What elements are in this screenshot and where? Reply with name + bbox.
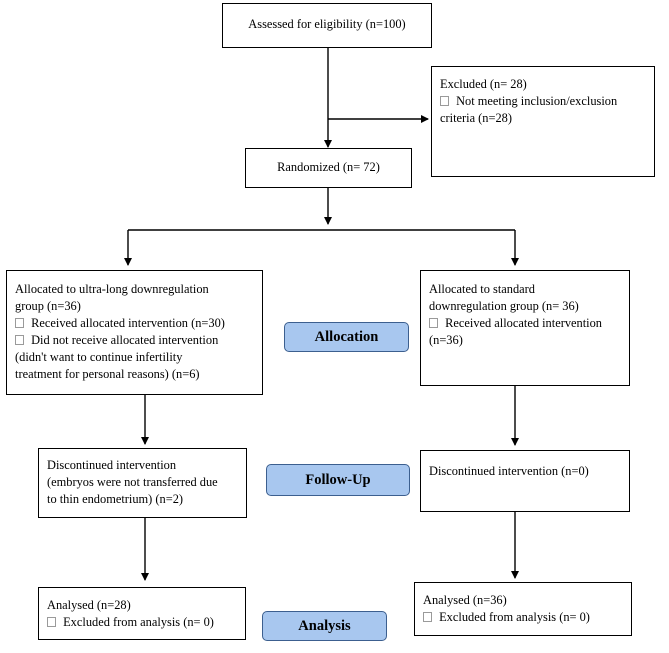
- allocated-standard-box: Allocated to standard downregulation gro…: [420, 270, 630, 386]
- allocated-standard-line2: downregulation group (n= 36): [429, 299, 579, 313]
- allocated-ultra-item2: Did not receive allocated intervention: [15, 332, 254, 349]
- stage-analysis: Analysis: [262, 611, 387, 641]
- stage-follow-up-label: Follow-Up: [305, 471, 371, 488]
- allocated-ultra-line1: Allocated to ultra-long downregulation: [15, 282, 209, 296]
- analysed-ultra-box: Analysed (n=28) Excluded from analysis (…: [38, 587, 246, 640]
- excluded-box: Excluded (n= 28) Not meeting inclusion/e…: [431, 66, 655, 177]
- checkbox-icon: [15, 318, 24, 328]
- checkbox-icon: [440, 96, 449, 106]
- discontinued-standard-box: Discontinued intervention (n=0): [420, 450, 630, 512]
- discontinued-ultra-line2: (embryos were not transferred due: [47, 475, 218, 489]
- allocated-ultra-item1-text: Received allocated intervention (n=30): [31, 316, 225, 330]
- analysed-ultra-item1: Excluded from analysis (n= 0): [47, 614, 237, 631]
- analysed-ultra-item1-text: Excluded from analysis (n= 0): [63, 615, 214, 629]
- allocated-standard-item1: Received allocated intervention: [429, 315, 621, 332]
- allocated-ultra-line2: group (n=36): [15, 299, 81, 313]
- checkbox-icon: [429, 318, 438, 328]
- allocated-ultra-box: Allocated to ultra-long downregulation g…: [6, 270, 263, 395]
- analysed-standard-item1-text: Excluded from analysis (n= 0): [439, 610, 590, 624]
- checkbox-icon: [15, 335, 24, 345]
- stage-analysis-label: Analysis: [298, 617, 351, 634]
- analysed-standard-item1: Excluded from analysis (n= 0): [423, 609, 623, 626]
- assessed-box: Assessed for eligibility (n=100): [222, 3, 432, 48]
- discontinued-ultra-line1: Discontinued intervention: [47, 458, 177, 472]
- allocated-standard-line1: Allocated to standard: [429, 282, 535, 296]
- stage-follow-up: Follow-Up: [266, 464, 410, 496]
- analysed-standard-box: Analysed (n=36) Excluded from analysis (…: [414, 582, 632, 636]
- analysed-standard-line1: Analysed (n=36): [423, 593, 507, 607]
- allocated-ultra-item1: Received allocated intervention (n=30): [15, 315, 254, 332]
- discontinued-ultra-box: Discontinued intervention (embryos were …: [38, 448, 247, 518]
- analysed-ultra-line1: Analysed (n=28): [47, 598, 131, 612]
- excluded-item: Not meeting inclusion/exclusion: [440, 93, 646, 110]
- allocated-ultra-item2-line1: Did not receive allocated intervention: [31, 333, 219, 347]
- discontinued-standard-line1: Discontinued intervention (n=0): [429, 464, 589, 478]
- discontinued-ultra-line3: to thin endometrium) (n=2): [47, 492, 184, 506]
- allocated-standard-item1-line1: Received allocated intervention: [445, 316, 602, 330]
- excluded-title: Excluded (n= 28): [440, 77, 527, 91]
- checkbox-icon: [423, 612, 432, 622]
- randomized-text: Randomized (n= 72): [277, 160, 380, 174]
- stage-allocation-label: Allocation: [314, 328, 379, 345]
- allocated-ultra-item2-line2: (didn't want to continue infertility: [15, 350, 183, 364]
- stage-allocation: Allocation: [284, 322, 409, 352]
- assessed-text: Assessed for eligibility (n=100): [248, 17, 406, 31]
- excluded-item-line2: criteria (n=28): [440, 111, 513, 125]
- checkbox-icon: [47, 617, 56, 627]
- allocated-standard-item1-line2: (n=36): [429, 333, 463, 347]
- randomized-box: Randomized (n= 72): [245, 148, 412, 188]
- allocated-ultra-item2-line3: treatment for personal reasons) (n=6): [15, 367, 200, 381]
- excluded-item-line1: Not meeting inclusion/exclusion: [456, 94, 618, 108]
